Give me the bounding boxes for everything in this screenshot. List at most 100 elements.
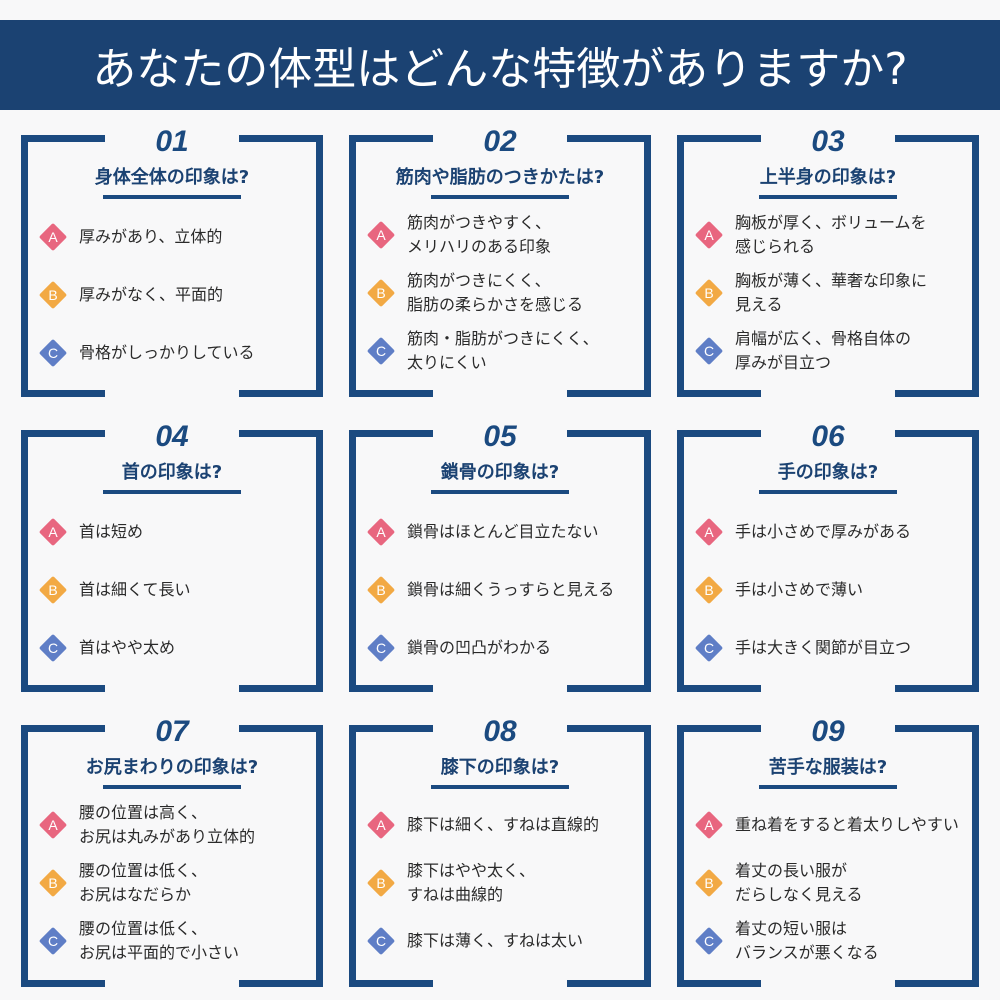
bracket-line bbox=[895, 430, 979, 437]
option-list: A 厚みがあり、立体的 B 厚みがなく、平面的 C 骨格がしっかりしている bbox=[39, 211, 313, 387]
option-letter: C bbox=[47, 933, 59, 949]
option-b: B 首は細くて長い bbox=[39, 576, 313, 604]
option-b: B 手は小さめで薄い bbox=[695, 576, 969, 604]
option-letter: A bbox=[704, 524, 714, 540]
bracket-line bbox=[239, 430, 323, 437]
option-text: 首は細くて長い bbox=[79, 580, 191, 599]
title-underline bbox=[103, 195, 241, 199]
option-list: A 胸板が厚く、ボリュームを 感じられる B 胸板が薄く、華奢な印象に 見える … bbox=[695, 211, 969, 387]
option-b: B 膝下はやや太く、 すねは曲線的 bbox=[367, 859, 641, 907]
option-diamond-icon: C bbox=[39, 634, 67, 662]
option-letter: B bbox=[376, 875, 386, 891]
bracket-line bbox=[895, 135, 979, 142]
option-letter: B bbox=[48, 582, 58, 598]
option-diamond-icon: A bbox=[367, 221, 395, 249]
option-letter: C bbox=[375, 933, 387, 949]
option-list: A 首は短め B 首は細くて長い C 首はやや太め bbox=[39, 506, 313, 682]
option-diamond-icon: A bbox=[39, 811, 67, 839]
option-diamond-icon: A bbox=[695, 811, 723, 839]
option-text: 筋肉がつきにくく、 脂肪の柔らかさを感じる bbox=[407, 271, 584, 314]
bracket-line bbox=[21, 135, 105, 142]
option-a: A 首は短め bbox=[39, 518, 313, 546]
question-number: 03 bbox=[811, 125, 845, 158]
option-c: C 首はやや太め bbox=[39, 634, 313, 662]
bracket-line bbox=[21, 725, 105, 732]
bracket-line bbox=[895, 685, 979, 692]
option-letter: A bbox=[376, 817, 386, 833]
bracket-line bbox=[644, 430, 651, 692]
option-text: 着丈の短い服は バランスが悪くなる bbox=[735, 919, 879, 962]
bracket-line bbox=[21, 390, 105, 397]
bracket-line bbox=[677, 135, 684, 397]
option-text: 鎖骨は細くうっすらと見える bbox=[407, 580, 615, 599]
option-a: A 手は小さめで厚みがある bbox=[695, 518, 969, 546]
bracket-line bbox=[677, 430, 684, 692]
bracket-line bbox=[349, 390, 433, 397]
option-c: C 骨格がしっかりしている bbox=[39, 339, 313, 367]
option-text: 腰の位置は高く、 お尻は丸みがあり立体的 bbox=[79, 803, 256, 846]
question-number: 09 bbox=[811, 715, 845, 748]
option-c: C 着丈の短い服は バランスが悪くなる bbox=[695, 917, 969, 965]
option-diamond-icon: B bbox=[39, 281, 67, 309]
option-diamond-icon: B bbox=[695, 869, 723, 897]
option-diamond-icon: C bbox=[695, 927, 723, 955]
question-title: 身体全体の印象は? bbox=[94, 167, 250, 188]
option-text: 筋肉・脂肪がつきにくく、 太りにくい bbox=[407, 329, 599, 372]
option-letter: B bbox=[48, 875, 58, 891]
option-diamond-icon: C bbox=[367, 337, 395, 365]
bracket-line bbox=[644, 135, 651, 397]
option-text: 手は小さめで薄い bbox=[735, 580, 864, 599]
option-letter: C bbox=[703, 933, 715, 949]
question-title: お尻まわりの印象は? bbox=[85, 757, 259, 778]
option-list: A 筋肉がつきやすく、 メリハリのある印象 B 筋肉がつきにくく、 脂肪の柔らか… bbox=[367, 211, 641, 387]
bracket-line bbox=[895, 390, 979, 397]
bracket-line bbox=[21, 725, 28, 987]
question-title: 筋肉や脂肪のつきかたは? bbox=[395, 167, 605, 188]
option-c: C 筋肉・脂肪がつきにくく、 太りにくい bbox=[367, 327, 641, 375]
option-diamond-icon: B bbox=[367, 576, 395, 604]
option-letter: C bbox=[47, 640, 59, 656]
option-diamond-icon: C bbox=[39, 927, 67, 955]
question-number: 07 bbox=[155, 715, 189, 748]
bracket-line bbox=[349, 725, 433, 732]
option-b: B 胸板が薄く、華奢な印象に 見える bbox=[695, 269, 969, 317]
option-letter: B bbox=[376, 582, 386, 598]
option-a: A 膝下は細く、すねは直線的 bbox=[367, 811, 641, 839]
option-diamond-icon: B bbox=[367, 869, 395, 897]
option-text: 厚みがあり、立体的 bbox=[79, 227, 223, 246]
bracket-line bbox=[677, 390, 761, 397]
option-diamond-icon: A bbox=[39, 223, 67, 251]
option-letter: C bbox=[47, 345, 59, 361]
option-text: 手は小さめで厚みがある bbox=[735, 522, 912, 541]
option-diamond-icon: C bbox=[367, 634, 395, 662]
bracket-line bbox=[677, 685, 761, 692]
bracket-line bbox=[349, 430, 356, 692]
bracket-line bbox=[972, 135, 979, 397]
question-title: 上半身の印象は? bbox=[759, 167, 897, 188]
title-underline bbox=[759, 195, 897, 199]
bracket-line bbox=[349, 135, 433, 142]
option-diamond-icon: A bbox=[367, 811, 395, 839]
option-text: 膝下は薄く、すねは太い bbox=[407, 931, 584, 950]
title-banner: あなたの体型はどんな特徴がありますか? bbox=[0, 20, 1000, 110]
option-text: 骨格がしっかりしている bbox=[79, 343, 255, 362]
option-b: B 厚みがなく、平面的 bbox=[39, 281, 313, 309]
option-c: C 手は大きく関節が目立つ bbox=[695, 634, 969, 662]
option-letter: C bbox=[703, 640, 715, 656]
bracket-line bbox=[349, 725, 356, 987]
option-diamond-icon: A bbox=[695, 221, 723, 249]
title-underline bbox=[431, 195, 569, 199]
bracket-line bbox=[349, 135, 356, 397]
option-diamond-icon: C bbox=[695, 337, 723, 365]
question-title: 膝下の印象は? bbox=[440, 757, 560, 778]
bracket-line bbox=[677, 135, 761, 142]
option-text: 鎖骨はほとんど目立たない bbox=[407, 522, 599, 541]
option-list: A 手は小さめで厚みがある B 手は小さめで薄い C 手は大きく関節が目立つ bbox=[695, 506, 969, 682]
option-text: 着丈の長い服が だらしなく見える bbox=[735, 861, 863, 904]
option-list: A 膝下は細く、すねは直線的 B 膝下はやや太く、 すねは曲線的 C 膝下は薄く… bbox=[367, 801, 641, 977]
option-b: B 腰の位置は低く、 お尻はなだらか bbox=[39, 859, 313, 907]
option-letter: A bbox=[48, 817, 58, 833]
option-letter: A bbox=[48, 229, 58, 245]
